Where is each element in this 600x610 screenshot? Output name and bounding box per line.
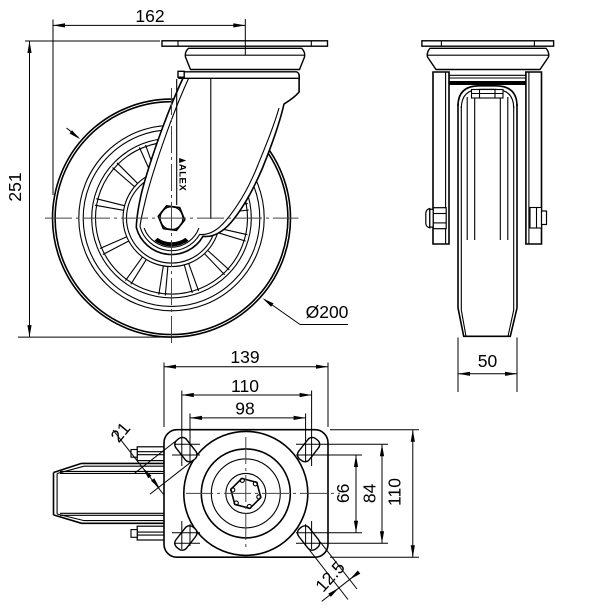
svg-text:251: 251 [5, 172, 25, 201]
svg-text:Ø200: Ø200 [306, 302, 349, 322]
svg-text:ALEX: ALEX [177, 164, 188, 192]
svg-text:110: 110 [385, 478, 405, 506]
svg-text:50: 50 [478, 351, 498, 371]
svg-text:162: 162 [135, 6, 164, 26]
svg-text:139: 139 [230, 347, 259, 367]
svg-text:110: 110 [231, 376, 259, 396]
svg-text:66: 66 [333, 484, 353, 503]
svg-text:84: 84 [360, 483, 380, 503]
svg-text:98: 98 [235, 399, 254, 419]
